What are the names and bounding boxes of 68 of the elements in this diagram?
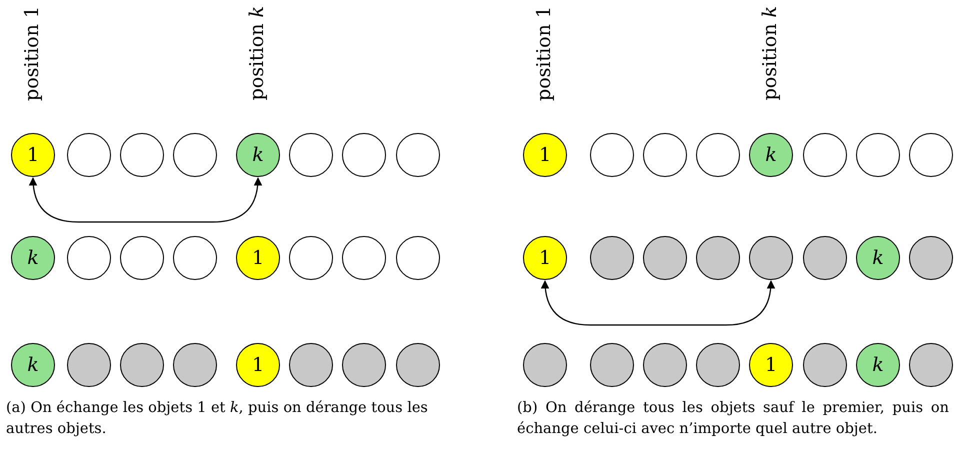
object-circle xyxy=(342,236,386,280)
object-circle xyxy=(67,133,111,177)
object-circle xyxy=(396,236,440,280)
object-label: k xyxy=(27,247,39,269)
object-circle xyxy=(643,343,687,387)
object-circle xyxy=(523,236,567,280)
object-circle xyxy=(236,236,280,280)
object-circle xyxy=(173,343,217,387)
position-label: position k xyxy=(248,6,267,100)
position-label: position k xyxy=(761,6,780,100)
object-circle xyxy=(856,236,900,280)
object-label: 1 xyxy=(26,144,40,166)
object-label: k xyxy=(27,354,39,376)
object-label: k xyxy=(252,144,264,166)
object-circle xyxy=(236,343,280,387)
object-circle xyxy=(289,343,333,387)
object-label: 1 xyxy=(252,354,264,376)
object-circle xyxy=(11,236,55,280)
object-circle xyxy=(590,236,634,280)
object-circle xyxy=(120,236,164,280)
object-circle xyxy=(909,133,953,177)
object-label: 1 xyxy=(764,354,778,376)
object-circle xyxy=(696,133,740,177)
object-circle xyxy=(289,236,333,280)
object-circle xyxy=(342,133,386,177)
object-circle xyxy=(696,343,740,387)
object-circle xyxy=(67,343,111,387)
object-label: k xyxy=(765,144,777,166)
object-circle xyxy=(643,236,687,280)
object-circle xyxy=(236,133,280,177)
position-label: position 1 xyxy=(23,6,42,101)
object-label: k xyxy=(872,247,884,269)
object-circle xyxy=(173,133,217,177)
object-circle xyxy=(643,133,687,177)
object-circle xyxy=(749,133,793,177)
object-circle xyxy=(289,133,333,177)
object-circle xyxy=(11,343,55,387)
object-label: 1 xyxy=(252,247,264,269)
object-circle xyxy=(803,133,847,177)
object-circle xyxy=(590,133,634,177)
swap-arrow xyxy=(541,280,775,326)
swap-arrow xyxy=(29,177,262,223)
object-circle xyxy=(749,236,793,280)
object-circle xyxy=(67,236,111,280)
object-label: 1 xyxy=(538,144,552,166)
object-circle xyxy=(120,343,164,387)
caption: (a) On échange les objets 1 et k, puis on dérange tous les autres objets. xyxy=(6,399,429,440)
object-circle xyxy=(909,236,953,280)
object-circle xyxy=(396,133,440,177)
object-circle xyxy=(523,133,567,177)
caption: (b) On dérange tous les objets sauf le premier, puis on échange celui-ci avec n’importe quel autre objet. xyxy=(517,399,949,440)
object-circle xyxy=(856,133,900,177)
object-label: k xyxy=(872,354,884,376)
object-circle xyxy=(803,343,847,387)
object-circle xyxy=(11,133,55,177)
object-circle xyxy=(803,236,847,280)
object-circle xyxy=(523,343,567,387)
position-label: position 1 xyxy=(535,6,554,101)
object-circle xyxy=(120,133,164,177)
object-circle xyxy=(696,236,740,280)
object-circle xyxy=(342,343,386,387)
object-circle xyxy=(396,343,440,387)
object-circle xyxy=(173,236,217,280)
object-circle xyxy=(590,343,634,387)
object-circle xyxy=(909,343,953,387)
object-circle xyxy=(856,343,900,387)
object-circle xyxy=(749,343,793,387)
object-label: 1 xyxy=(538,247,552,269)
